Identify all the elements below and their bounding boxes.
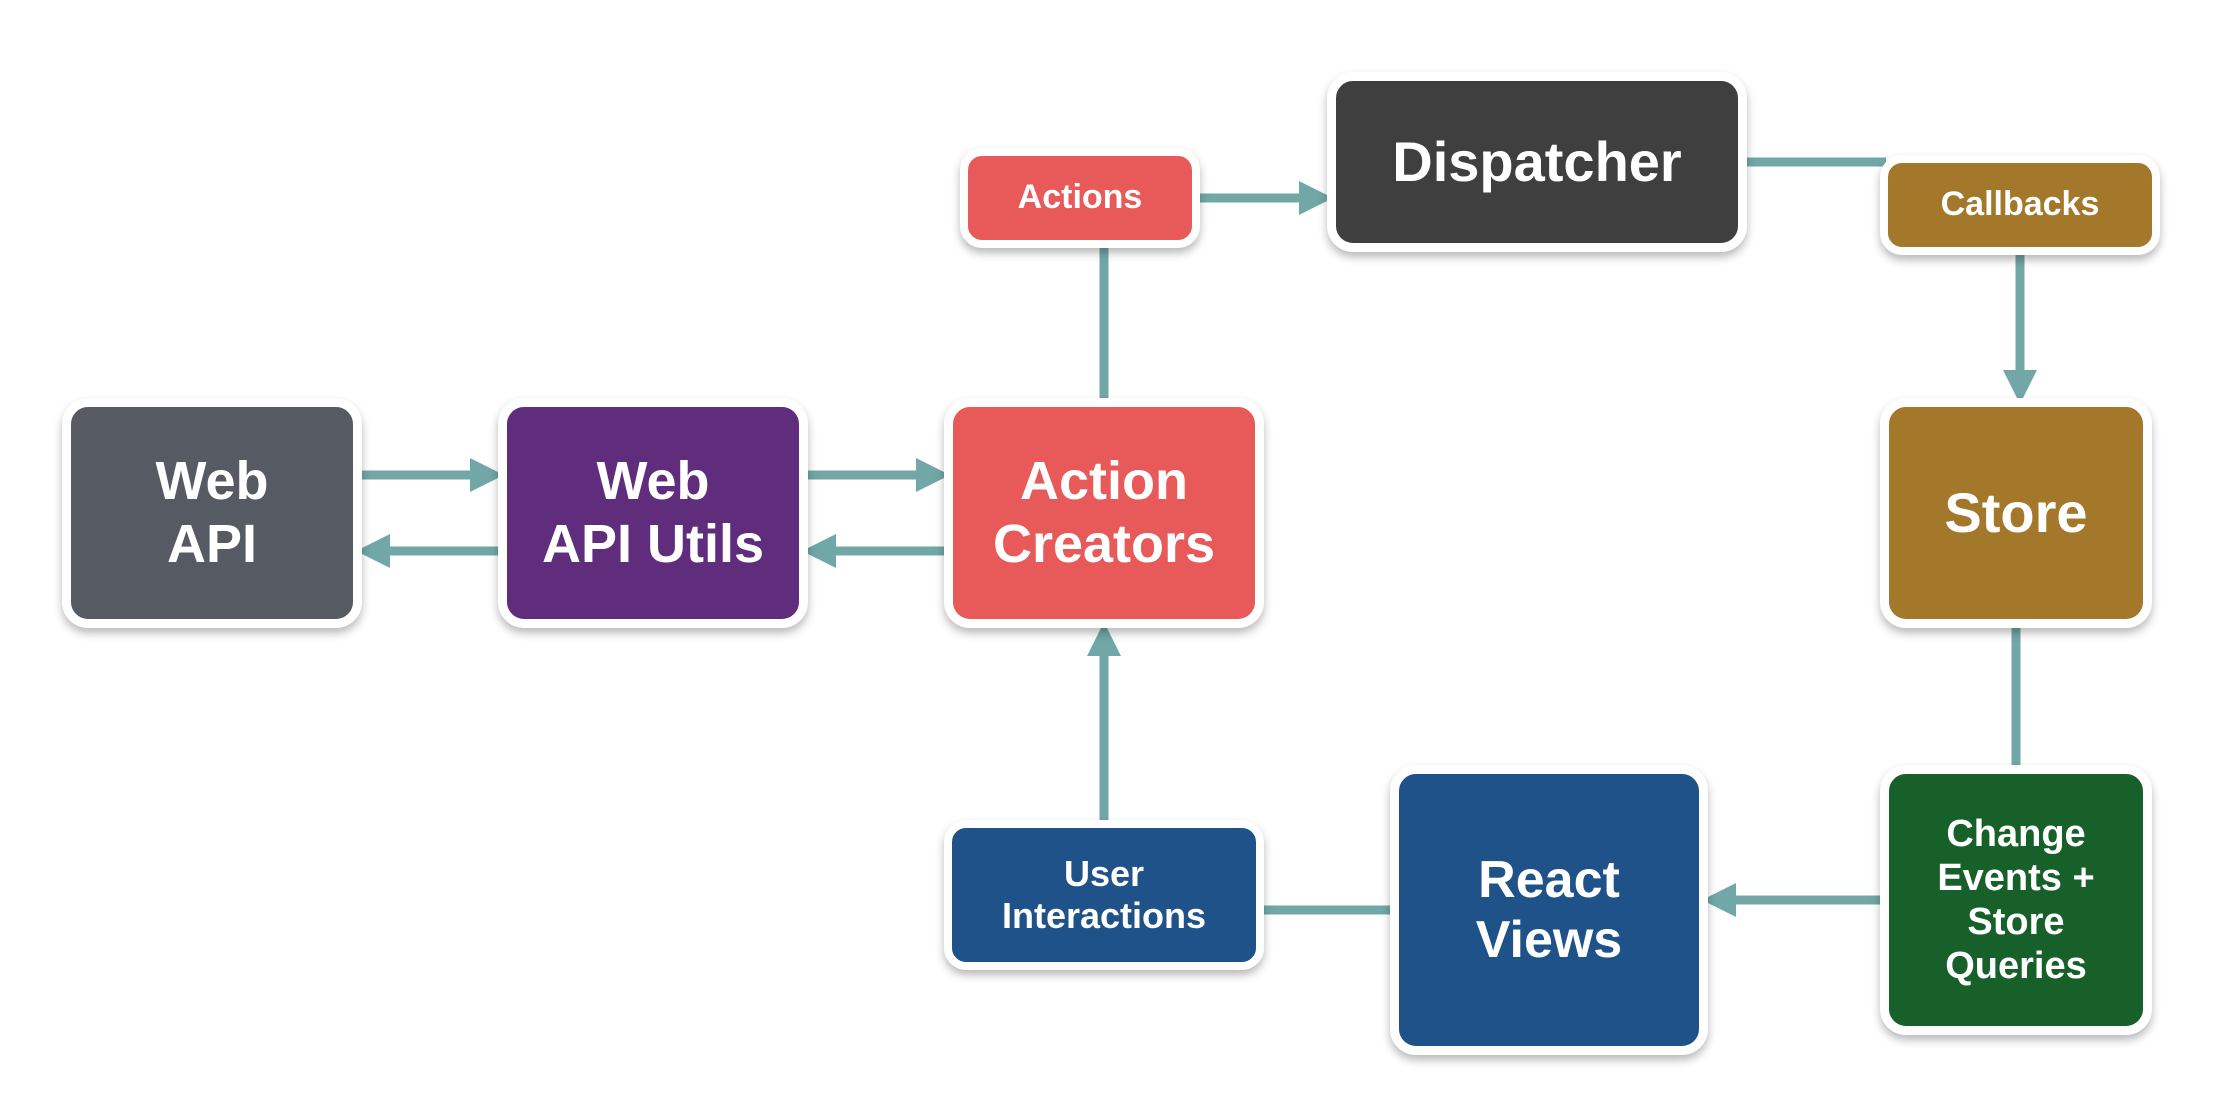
node-label: Dispatcher xyxy=(1392,129,1682,193)
node-label: Web API Utils xyxy=(541,451,765,574)
node-label: Web API xyxy=(155,451,269,574)
edge-callbacks-to-store xyxy=(2003,249,2037,404)
node-label: User Interactions xyxy=(1001,853,1207,936)
node-action-creators[interactable]: Action Creators xyxy=(944,398,1264,628)
node-label: Action Creators xyxy=(992,451,1216,574)
node-user-interactions[interactable]: User Interactions xyxy=(944,820,1264,970)
node-label: Store xyxy=(1944,480,2088,544)
node-react-views[interactable]: React Views xyxy=(1390,765,1708,1055)
node-label: Actions xyxy=(1017,178,1143,217)
node-label: Change Events + Store Queries xyxy=(1937,812,2095,988)
node-web-api[interactable]: Web API xyxy=(62,398,362,628)
node-label: React Views xyxy=(1475,850,1623,969)
edge-user-interactions-to-action-creators xyxy=(1087,622,1121,826)
edge-web-api-to-utils xyxy=(356,458,504,492)
node-change-events-store-queries[interactable]: Change Events + Store Queries xyxy=(1880,765,2152,1035)
node-store[interactable]: Store xyxy=(1880,398,2152,628)
node-web-api-utils[interactable]: Web API Utils xyxy=(498,398,808,628)
node-label: Callbacks xyxy=(1940,185,2100,224)
edge-action-creators-to-utils xyxy=(802,534,950,568)
node-actions[interactable]: Actions xyxy=(960,148,1200,248)
edge-utils-to-action-creators xyxy=(802,458,950,492)
node-dispatcher[interactable]: Dispatcher xyxy=(1327,72,1747,252)
edge-actions-to-dispatcher xyxy=(1194,181,1333,215)
edge-change-events-to-react-views xyxy=(1702,883,1886,917)
edge-utils-to-web-api xyxy=(356,534,504,568)
node-callbacks[interactable]: Callbacks xyxy=(1880,155,2160,255)
